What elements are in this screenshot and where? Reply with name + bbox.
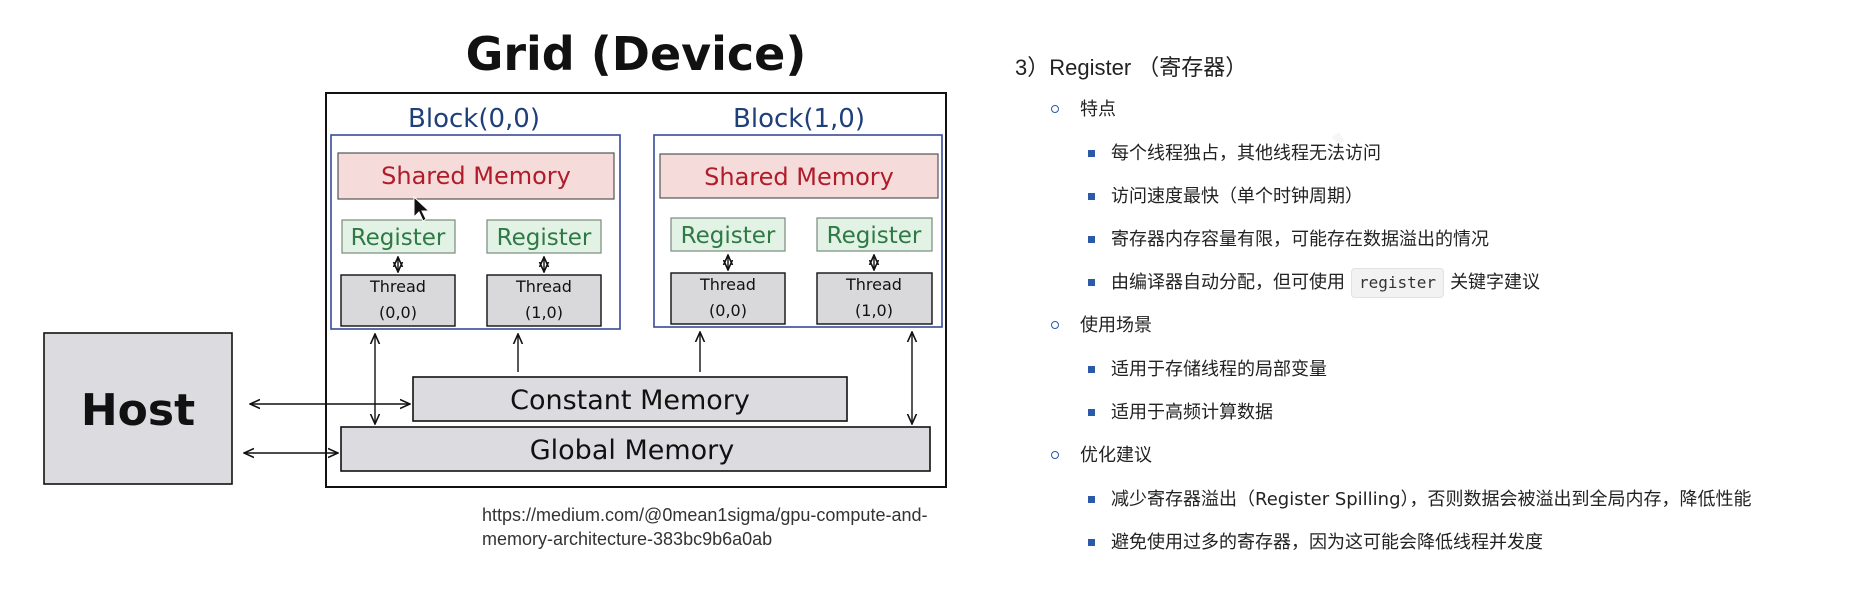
block-0-0-thread-0-name: Thread: [369, 277, 426, 296]
block-1-0-register-0-label: Register: [681, 223, 776, 249]
list-item-text: 适用于高频计算数据: [1111, 402, 1273, 423]
notes-heading: 3）Register （寄存器）: [1015, 55, 1248, 80]
list-item-text: 由编译器自动分配，但可使用: [1111, 272, 1345, 293]
block-0-0-thread-0-index: (0,0): [379, 303, 417, 322]
list-item: 适用于存储线程的局部变量: [1015, 348, 1845, 391]
list-item: 适用于高频计算数据: [1015, 391, 1845, 434]
block-1-0-thread-1-name: Thread: [845, 275, 902, 294]
block-0-0-thread-1-name: Thread: [515, 277, 572, 296]
square-bullet-icon: [1088, 193, 1095, 200]
square-bullet-icon: [1088, 150, 1095, 157]
block-0-0-thread-0: [340, 274, 456, 327]
block-1-0-frame: [653, 134, 943, 328]
block-0-0-thread-1: [486, 274, 602, 327]
memory-architecture-diagram: Grid (Device) Block(0,0) Shared Memory R…: [43, 27, 947, 488]
list-item: 寄存器内存容量有限，可能存在数据溢出的情况: [1015, 218, 1845, 261]
block-1-0-label: Block(1,0): [733, 104, 865, 134]
block-1-0-thread-1-index: (1,0): [855, 301, 893, 320]
block-1-0-register-1: [816, 217, 933, 252]
mouse-cursor-icon: [413, 195, 431, 222]
block-1-0-thread-0: [670, 272, 786, 325]
grid-title: Grid (Device): [466, 27, 807, 81]
list-item-text: 适用于存储线程的局部变量: [1111, 359, 1327, 380]
block-1-0-register-1-label: Register: [827, 223, 922, 249]
block-1-0-shared-memory-label: Shared Memory: [704, 163, 894, 191]
constant-memory-label: Constant Memory: [510, 385, 750, 416]
host-label: Host: [81, 385, 195, 436]
block-0-0-register-0-label: Register: [351, 225, 446, 251]
section-title: 优化建议: [1080, 445, 1152, 466]
list-item: 减少寄存器溢出（Register Spilling），否则数据会被溢出到全局内存…: [1015, 478, 1845, 521]
list-item: 访问速度最快（单个时钟周期）: [1015, 175, 1845, 218]
block-1-0-thread-0-name: Thread: [699, 275, 756, 294]
block-0-0-frame: [330, 134, 621, 330]
block-1-0-thread-1: [816, 272, 933, 325]
global-memory: [340, 426, 931, 472]
hollow-bullet-icon: [1051, 105, 1059, 113]
block-0-0-shared-memory: [337, 152, 615, 200]
notes-section-features: 特点: [1015, 88, 1845, 132]
global-memory-label: Global Memory: [530, 435, 735, 466]
block-0-0-label: Block(0,0): [408, 104, 540, 134]
notes-panel: 3）Register （寄存器） 特点 每个线程独占，其他线程无法访问 访问速度…: [1015, 48, 1845, 564]
section-title: 特点: [1080, 99, 1116, 120]
register-keyword-code: register: [1351, 268, 1445, 298]
square-bullet-icon: [1088, 496, 1095, 503]
list-item-text: 访问速度最快（单个时钟周期）: [1111, 186, 1363, 207]
square-bullet-icon: [1088, 279, 1095, 286]
square-bullet-icon: [1088, 236, 1095, 243]
list-item-text-after: 关键字建议: [1450, 272, 1541, 293]
square-bullet-icon: [1088, 366, 1095, 373]
source-url[interactable]: https://medium.com/@0mean1sigma/gpu-comp…: [482, 505, 928, 549]
hollow-bullet-icon: [1051, 321, 1059, 329]
section-title: 使用场景: [1080, 315, 1152, 336]
block-1-0-register-0: [670, 217, 786, 252]
block-0-0-register-1-label: Register: [497, 225, 592, 251]
block-0-0-register-1: [486, 219, 602, 254]
block-0-0-register-0: [341, 219, 456, 254]
block-1-0-shared-memory: [659, 153, 939, 199]
host-box: [43, 332, 233, 485]
list-item-text: 寄存器内存容量有限，可能存在数据溢出的情况: [1111, 229, 1489, 250]
block-0-0-shared-memory-label: Shared Memory: [381, 162, 571, 190]
list-item-text: 减少寄存器溢出（Register Spilling），否则数据会被溢出到全局内存…: [1111, 489, 1752, 510]
constant-memory: [412, 376, 848, 422]
square-bullet-icon: [1088, 539, 1095, 546]
block-1-0-thread-0-index: (0,0): [709, 301, 747, 320]
list-item-text: 每个线程独占，其他线程无法访问: [1111, 143, 1381, 164]
notes-section-use-cases: 使用场景: [1015, 304, 1845, 348]
list-item: 每个线程独占，其他线程无法访问: [1015, 132, 1845, 175]
square-bullet-icon: [1088, 409, 1095, 416]
notes-section-optimization: 优化建议: [1015, 434, 1845, 478]
block-0-0-thread-1-index: (1,0): [525, 303, 563, 322]
list-item-text: 避免使用过多的寄存器，因为这可能会降低线程并发度: [1111, 532, 1543, 553]
hollow-bullet-icon: [1051, 451, 1059, 459]
list-item: 避免使用过多的寄存器，因为这可能会降低线程并发度: [1015, 521, 1845, 564]
